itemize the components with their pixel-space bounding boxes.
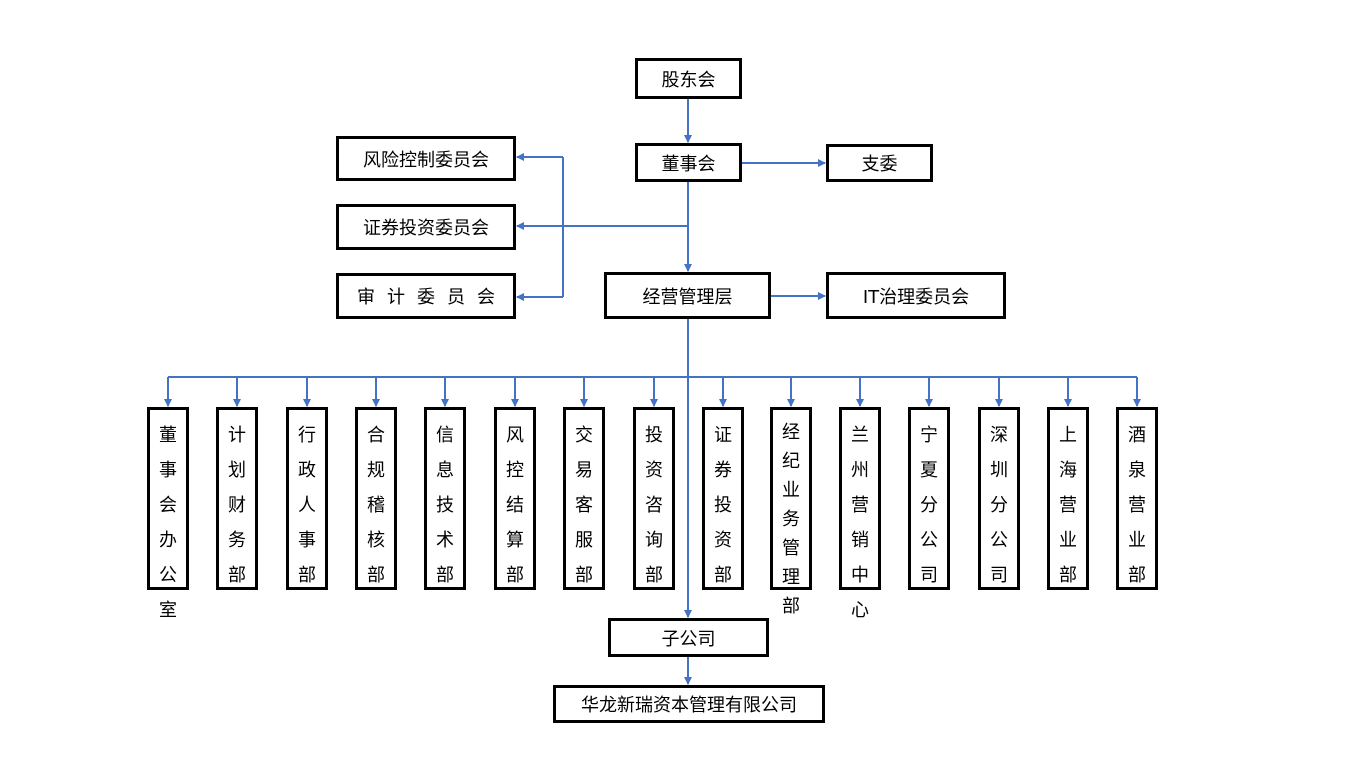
subsidiary-label: 子公司 [661, 628, 716, 650]
it-committee-box[interactable]: IT治理委员会 [826, 272, 1006, 319]
management-label: 经营管理层 [642, 286, 733, 308]
subsidiary-company-box[interactable]: 华龙新瑞资本管理有限公司 [553, 685, 825, 723]
department-label: 行政人事部 [298, 425, 316, 586]
committee-investment-label: 证券投资委员会 [363, 218, 489, 239]
department-box[interactable]: 信息技术部 [424, 407, 466, 590]
department-label: 合规稽核部 [367, 425, 385, 586]
department-box[interactable]: 董事会办公室 [147, 407, 189, 621]
department-box[interactable]: 行政人事部 [286, 407, 328, 590]
department-label: 计划财务部 [228, 425, 246, 586]
department-box[interactable]: 宁夏分公司 [908, 407, 950, 590]
department-box[interactable]: 证券投资部 [702, 407, 744, 590]
department-box[interactable]: 投资咨询部 [633, 407, 675, 590]
department-label: 投资咨询部 [645, 425, 663, 586]
department-box[interactable]: 兰州营销中心 [839, 407, 881, 621]
department-label: 交易客服部 [575, 425, 593, 586]
department-box[interactable]: 交易客服部 [563, 407, 605, 590]
committee-audit-label: 审计委员会 [357, 287, 507, 308]
board-box[interactable]: 董事会 [635, 143, 742, 182]
committee-audit-box[interactable]: 审计委员会 [336, 273, 516, 319]
department-box[interactable]: 深圳分公司 [978, 407, 1020, 590]
party-committee-label: 支委 [861, 154, 898, 175]
department-label: 酒泉营业部 [1128, 425, 1146, 586]
department-label: 证券投资部 [714, 425, 732, 586]
shareholders-label: 股东会 [661, 69, 716, 91]
department-label: 深圳分公司 [990, 425, 1008, 586]
department-label: 风控结算部 [506, 425, 524, 586]
department-label: 兰州营销中心 [851, 425, 869, 621]
committee-investment-box[interactable]: 证券投资委员会 [336, 204, 516, 250]
department-label: 经纪业务管理部 [782, 422, 800, 617]
subsidiary-box[interactable]: 子公司 [608, 618, 769, 657]
department-box[interactable]: 酒泉营业部 [1116, 407, 1158, 590]
department-box[interactable]: 计划财务部 [216, 407, 258, 590]
shareholders-box[interactable]: 股东会 [635, 58, 742, 99]
management-box[interactable]: 经营管理层 [604, 272, 771, 319]
department-label: 宁夏分公司 [920, 425, 938, 586]
committee-risk-label: 风险控制委员会 [363, 149, 489, 171]
it-committee-label: IT治理委员会 [862, 286, 970, 308]
party-committee-box[interactable]: 支委 [826, 144, 933, 182]
department-label: 董事会办公室 [159, 425, 177, 621]
subsidiary-company-label: 华龙新瑞资本管理有限公司 [581, 695, 797, 716]
department-box[interactable]: 上海营业部 [1047, 407, 1089, 590]
department-box[interactable]: 合规稽核部 [355, 407, 397, 590]
board-label: 董事会 [661, 153, 716, 175]
department-label: 信息技术部 [436, 425, 454, 586]
committee-risk-box[interactable]: 风险控制委员会 [336, 136, 516, 181]
department-box[interactable]: 风控结算部 [494, 407, 536, 590]
department-box[interactable]: 经纪业务管理部 [770, 407, 812, 617]
department-label: 上海营业部 [1059, 425, 1077, 586]
